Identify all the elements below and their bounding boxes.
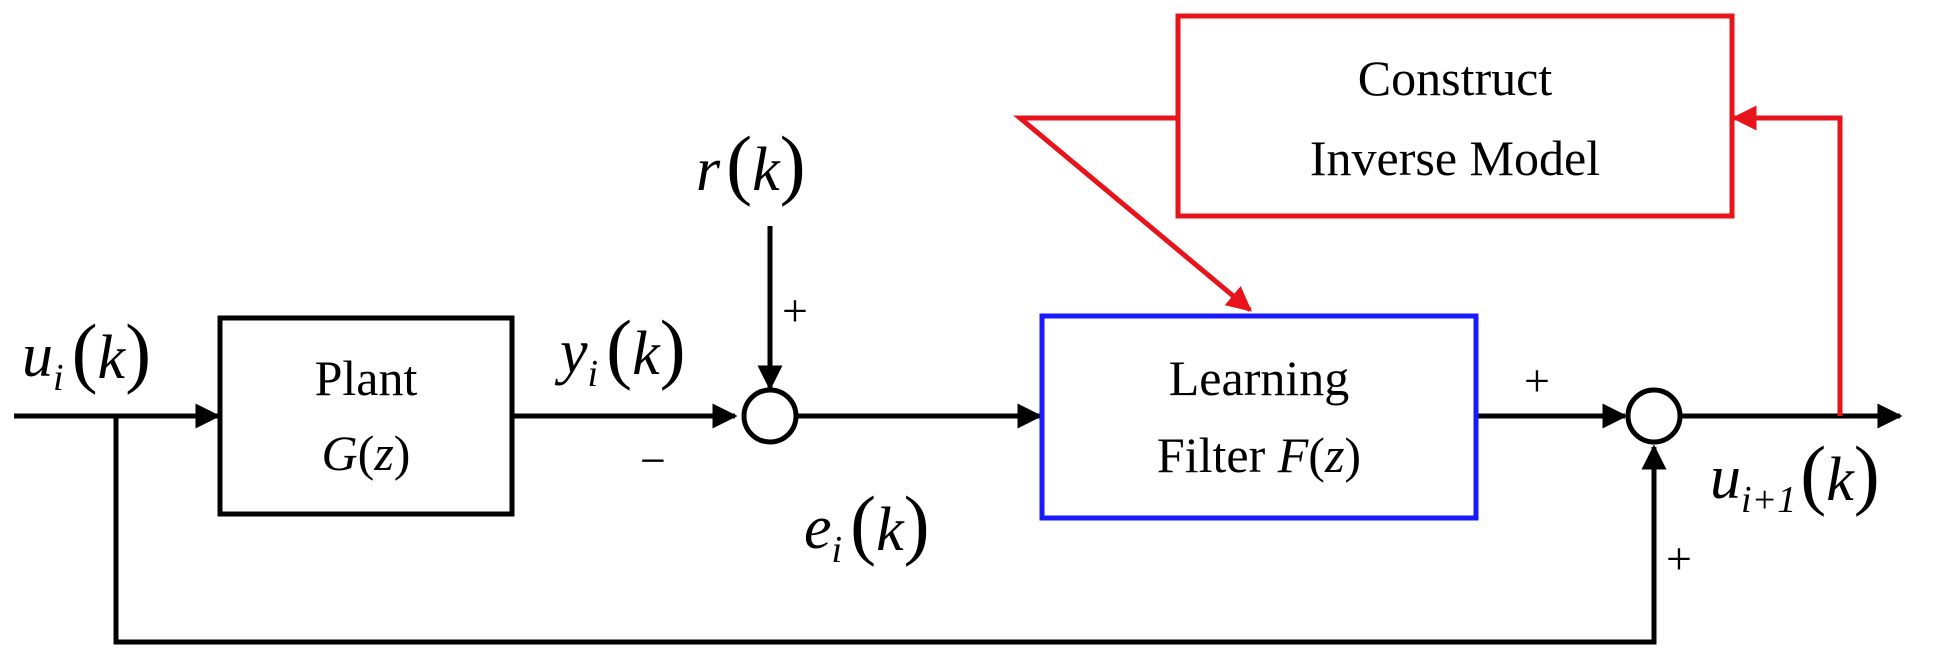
learning-filter-transfer-function: Filter F(z)	[1157, 427, 1361, 483]
plant-block: Plant G(z)	[217, 315, 515, 517]
inverse-model-subtitle: Inverse Model	[1310, 130, 1600, 186]
reference-signal-label: r(k)	[696, 120, 806, 207]
reference-plus-sign: +	[782, 285, 808, 336]
summing-junction-error	[741, 387, 799, 445]
input-signal-label: ui(k)	[22, 308, 151, 399]
learning-filter-frame	[1039, 313, 1479, 521]
learning-filter-block: Learning Filter F(z)	[1039, 313, 1479, 521]
feedforward-wire	[113, 416, 1667, 645]
inverse-model-output-wire	[1013, 115, 1252, 312]
feedforward-plus-sign: +	[1666, 533, 1692, 584]
inverse-model-feedback-wire	[1731, 105, 1843, 416]
plant-output-signal-label: yi(k)	[554, 304, 686, 395]
inverse-model-block: Construct Inverse Model	[1175, 13, 1735, 219]
feedback-minus-sign: −	[640, 435, 666, 486]
plant-block-title: Plant	[315, 350, 418, 406]
plant-block-frame	[217, 315, 515, 517]
inverse-model-frame	[1175, 13, 1735, 219]
summing-junction-update	[1625, 387, 1683, 445]
filter-output-plus-sign: +	[1524, 355, 1550, 406]
plant-block-transfer-function: G(z)	[322, 425, 411, 481]
inverse-model-title: Construct	[1358, 50, 1553, 106]
next-input-signal-label: ui+1(k)	[1710, 430, 1880, 521]
error-signal-label: ei(k)	[804, 480, 930, 571]
learning-filter-title: Learning	[1169, 350, 1349, 406]
